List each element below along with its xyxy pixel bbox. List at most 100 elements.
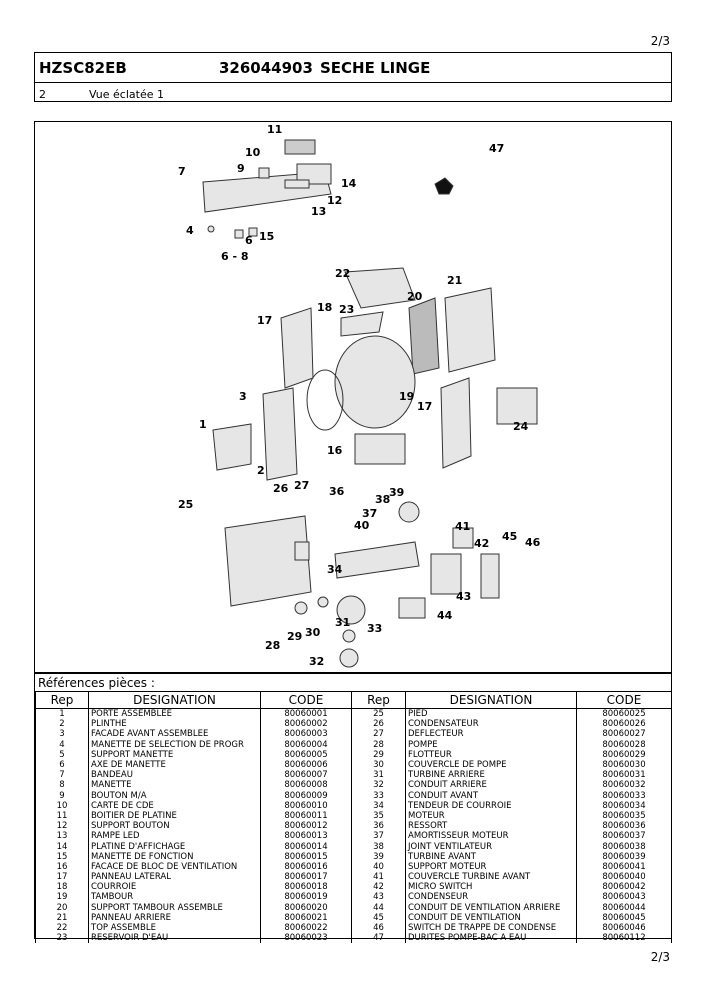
table-cell: 80060002 [260,719,352,730]
table-cell: 6 [35,759,89,771]
table-cell: MANETTE DE SELECTION DE PROGR [88,739,261,750]
table-cell: 22 [35,922,89,934]
table-cell: 37 [351,831,406,842]
column-header: DESIGNATION [405,691,577,709]
table-cell: 16 [35,861,89,872]
table-cell: 80060016 [260,861,352,872]
callout-label: 3 [239,390,247,403]
table-cell: PLATINE D'AFFICHAGE [88,841,261,852]
table-cell: 19 [35,892,89,903]
table-cell: RESSORT [405,821,577,832]
table-cell: COUVERCLE TURBINE AVANT [405,872,577,883]
column-header: CODE [260,691,352,709]
table-cell: 12 [35,821,89,832]
column-header: Rep [35,691,89,709]
table-cell: 80060018 [260,882,352,893]
table-cell: 4 [35,739,89,750]
table-cell: 44 [351,902,406,913]
drum-support-shape [408,297,440,375]
table-cell: SUPPORT MANETTE [88,749,261,760]
hose-shape [434,177,454,195]
table-cell: TAMBOUR [88,892,261,903]
callout-label: 45 [502,530,517,543]
table-cell: JOINT VENTILATEUR [405,841,577,852]
callout-label: 21 [447,274,462,287]
table-cell: SUPPORT MOTEUR [405,861,577,872]
table-cell: 80060025 [576,708,672,720]
callout-label: 11 [267,123,282,136]
table-cell: 80060039 [576,851,672,862]
rear-duct-shape [339,648,359,668]
table-cell: 80060028 [576,739,672,750]
condenser-part-shape [294,541,310,561]
callout-label: 40 [354,519,370,532]
callout-label: 15 [259,230,274,243]
pump-shape [294,601,308,615]
table-cell: 14 [35,841,89,852]
callout-label: 13 [311,205,326,218]
table-cell: TURBINE AVANT [405,851,577,862]
callout-label: 42 [474,537,489,550]
table-header-row: Rep DESIGNATION CODE Rep DESIGNATION COD… [35,691,672,709]
table-cell: BANDEAU [88,770,261,781]
table-cell: 17 [35,872,89,883]
callout-label: 41 [455,520,470,533]
table-cell: 27 [351,729,406,740]
rear-panel-shape [444,287,496,373]
table-cell: MOTEUR [405,810,577,822]
table-cell: CONDENSEUR [405,892,577,903]
table-cell: 15 [35,851,89,862]
table-cell: CONDUIT DE VENTILATION ARRIERE [405,902,577,913]
condenser-cover-shape [496,387,538,425]
table-cell: CONDENSATEUR [405,719,577,730]
parts-table: Rep DESIGNATION CODE Rep DESIGNATION COD… [35,691,672,944]
exploded-view-drawing: 11 10 7 9 14 12 13 4 15 6 6 - 8 47 22 21… [178,123,541,668]
table-cell: MICRO SWITCH [405,882,577,893]
table-cell: RAMPE LED [88,831,261,842]
callout-label: 34 [327,563,343,576]
table-cell: 3 [35,729,89,740]
callout-label: 1 [199,418,207,431]
table-cell: 80060010 [260,800,352,811]
table-cell: COUVERCLE DE POMPE [405,759,577,771]
table-cell: 80060011 [260,810,352,822]
callout-label: 46 [525,536,541,549]
callout-label: 30 [305,626,321,639]
table-cell: POMPE [405,739,577,750]
callout-label: 19 [399,390,414,403]
table-cell: FACACE DE BLOC DE VENTILATION [88,861,261,872]
rear-turbine-shape [336,595,366,625]
header-divider [35,82,671,83]
table-cell: 80060036 [576,821,672,832]
exploded-view-diagram: 11 10 7 9 14 12 13 4 15 6 6 - 8 47 22 21… [34,121,672,673]
side-panel-left-shape [280,307,314,389]
table-cell: SWITCH DE TRAPPE DE CONDENSE [405,922,577,934]
table-cell: DURITES POMPE-BAC A EAU [405,933,577,944]
table-cell: BOITIER DE PLATINE [88,810,261,822]
table-cell: 80060031 [576,770,672,781]
callout-label: 27 [294,479,309,492]
callout-label: 36 [329,485,345,498]
table-cell: MANETTE [88,780,261,791]
table-cell: 32 [351,780,406,791]
callout-label: 17 [257,314,272,327]
table-cell: 45 [351,912,406,923]
table-cell: SUPPORT BOUTON [88,821,261,832]
callout-label: 12 [327,194,342,207]
table-cell: 80060021 [260,912,352,923]
knob-shape [207,225,215,233]
table-cell: 80060041 [576,861,672,872]
callout-label: 7 [178,165,186,178]
table-cell: 30 [351,759,406,771]
table-cell: PANNEAU LATERAL [88,872,261,883]
